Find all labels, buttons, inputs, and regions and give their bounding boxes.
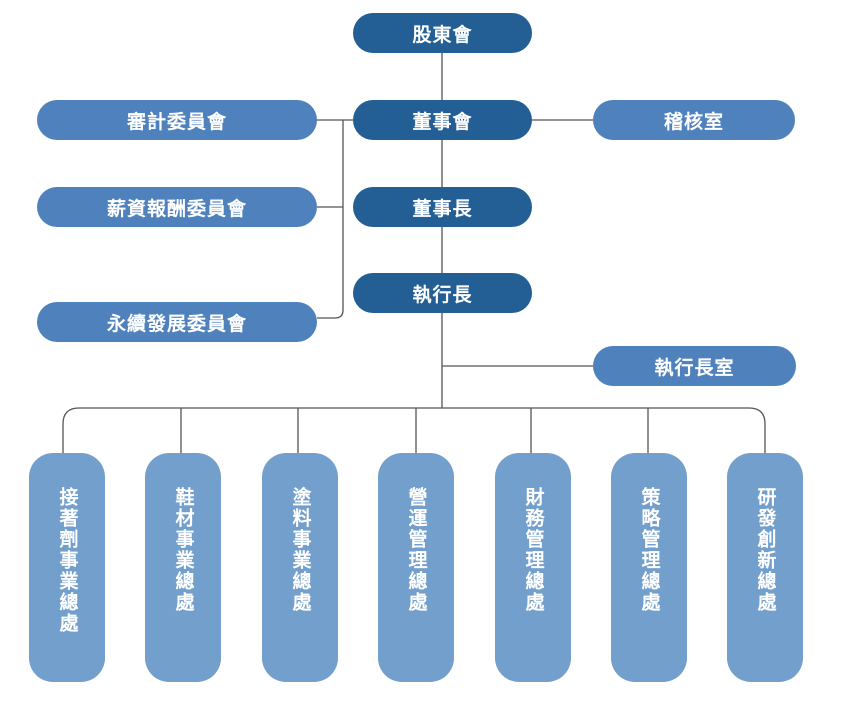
node-label: 執行長 [412,283,473,306]
node-sustainability-committee: 永續發展委員會 [37,302,317,342]
division-bus [62,407,766,453]
division-finance: 財務管理總處 [495,453,571,682]
node-label: 董事會 [412,110,473,133]
node-board: 董事會 [353,100,532,140]
division-label: 接著劑事業總處 [56,487,79,634]
division-label: 策略管理總處 [638,487,661,613]
node-ceo: 執行長 [353,273,532,313]
node-shareholders: 股東會 [353,13,532,53]
committee-bracket [317,120,344,319]
division-footwear-materials: 鞋材事業總處 [145,453,221,682]
node-ceo-office: 執行長室 [593,346,796,386]
node-label: 執行長室 [654,356,735,379]
node-remuneration-committee: 薪資報酬委員會 [37,187,317,227]
node-label: 股東會 [412,23,473,46]
node-chairman: 董事長 [353,187,532,227]
node-label: 審計委員會 [126,110,227,133]
division-rd-innovation: 研發創新總處 [727,453,803,682]
division-operations: 營運管理總處 [378,453,454,682]
node-label: 永續發展委員會 [106,312,247,335]
node-label: 稽核室 [663,110,724,133]
division-label: 財務管理總處 [522,487,545,613]
node-audit-committee: 審計委員會 [37,100,317,140]
node-label: 董事長 [412,197,473,220]
division-adhesives: 接著劑事業總處 [29,453,105,682]
division-label: 營運管理總處 [405,487,428,613]
node-label: 薪資報酬委員會 [106,197,247,220]
division-label: 鞋材事業總處 [172,487,195,613]
division-label: 塗料事業總處 [289,487,312,613]
division-coatings: 塗料事業總處 [262,453,338,682]
division-strategy: 策略管理總處 [611,453,687,682]
division-label: 研發創新總處 [754,487,777,613]
node-internal-audit: 稽核室 [593,100,795,140]
